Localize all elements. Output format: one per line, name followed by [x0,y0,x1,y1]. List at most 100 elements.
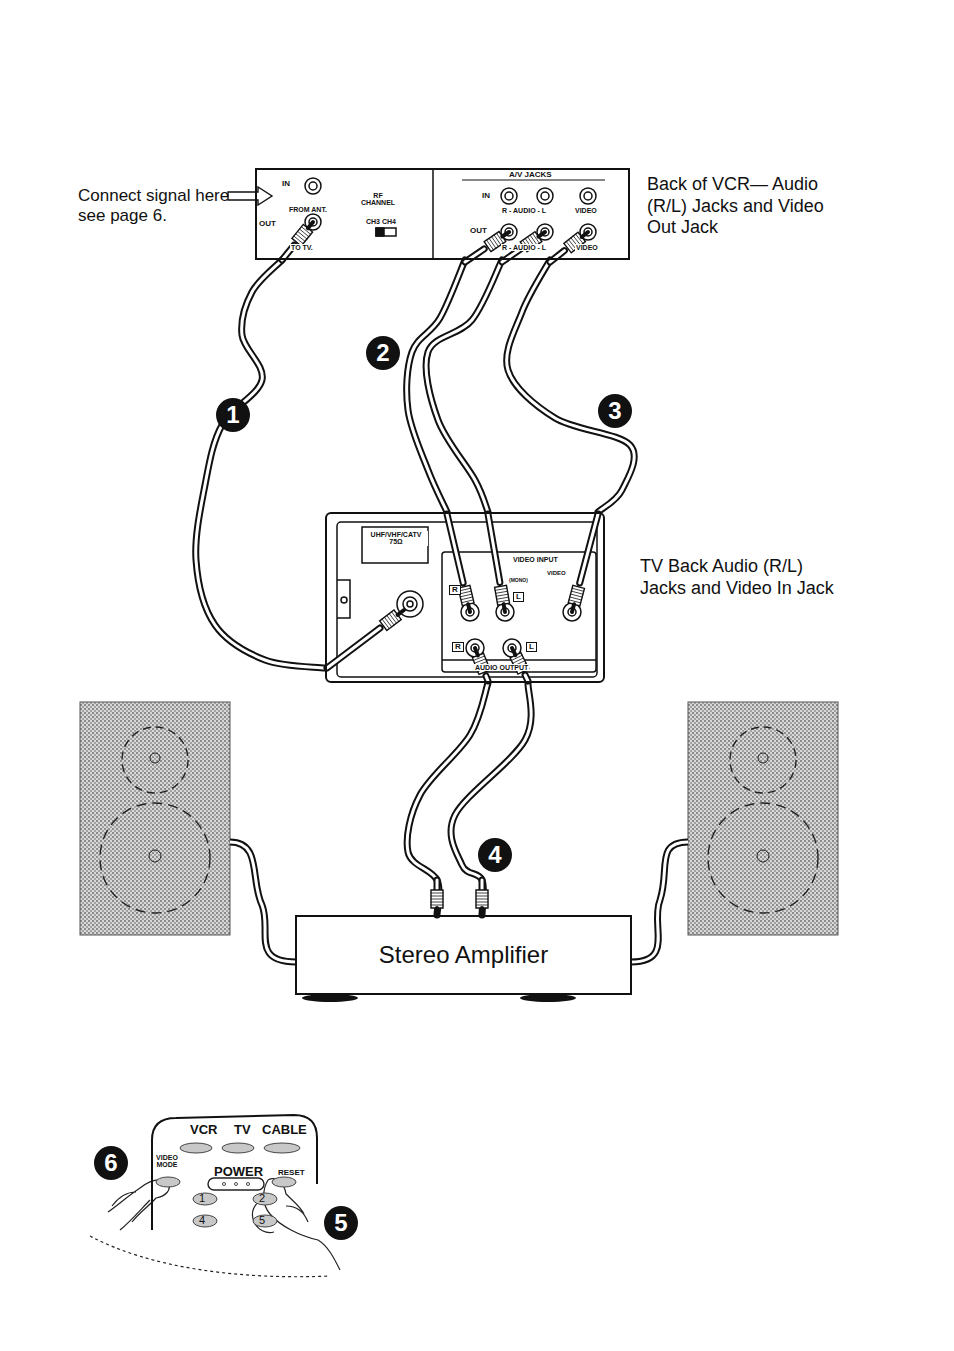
plug-grip [496,594,508,596]
button-label: POWER [214,1164,263,1180]
signal-arrow [228,187,272,205]
speaker [688,702,838,935]
jack-label: VIDEO [575,244,599,251]
amp-foot [302,994,576,1002]
cable [327,628,380,668]
button-label: RESET [278,1168,305,1178]
button-number: 5 [259,1214,265,1227]
plug-grip [476,896,488,897]
amplifier-label: Stereo Amplifier [379,941,548,970]
cable-outline [407,683,488,915]
callout-number: 5 [324,1206,358,1240]
panel-heading: TV Back Audio (R/L) Jacks and Video In J… [640,556,845,599]
plug-grip [570,597,582,600]
cable [550,251,564,262]
plug-grip [492,237,499,247]
speaker [80,702,230,935]
button-number: 4 [199,1214,205,1227]
jack-label: RF CHANNEL [356,192,400,207]
remote-button [264,1143,300,1153]
jack-letter: R [449,585,461,595]
jack-label: A/V JACKS [508,171,553,179]
panel-heading: Back of VCR— Audio (R/L) Jacks and Video… [647,174,832,239]
jack-letter: R [452,642,464,652]
power-button [208,1178,264,1190]
plug-grip [476,905,488,906]
plug-grip [476,902,488,903]
plug-tip [538,232,545,237]
plug-grip [497,600,509,602]
cable-outline [507,260,635,512]
remote-button [193,1215,217,1227]
cable-core [507,260,635,512]
cable-outline [407,260,465,512]
plug-tip [308,222,313,228]
plug-body [495,585,510,605]
remote-button [272,1177,296,1187]
cable-core [407,260,465,512]
jack-label: UHF/VHF/CATV 75Ω [364,531,428,546]
jack-label: IN [481,192,491,200]
plug [282,222,598,916]
cable-outline [196,260,325,668]
plug-grip [294,236,303,244]
cable [525,675,528,681]
cable [447,514,463,583]
plug-body [568,585,584,605]
cable [486,676,488,681]
cable [451,683,531,915]
plug-grip [431,893,443,894]
plug-grip [384,617,391,627]
jack-label: TO TV. [290,244,314,251]
plug-grip [476,899,488,900]
vcr-panel [257,170,605,258]
cable-core [196,260,325,668]
remote-button [222,1143,254,1153]
cable [488,514,500,582]
remote-button [180,1143,212,1153]
plug-grip [431,896,443,897]
cable-core [426,260,502,512]
plug-tip [582,232,588,237]
plug-grip [461,597,473,600]
power-dot [247,1183,250,1186]
cable [580,514,598,583]
hand [90,1179,340,1277]
mode-key: CABLE [262,1122,307,1138]
jack-label: AUDIO OUTPUT [474,664,529,671]
plug-grip [389,614,396,624]
mode-key: TV [234,1122,251,1138]
jack-label: CH3 CH4 [365,218,397,225]
jack-letter: L [526,642,537,652]
cable [525,675,528,681]
cable [407,260,465,512]
jack-label: VIDEO INPUT [512,556,559,563]
plug-grip [431,899,443,900]
plug-tip [475,648,478,655]
jack-label: OUT [258,220,277,228]
jack-label: IN [281,180,291,188]
plug-grip [431,905,443,906]
plug-tip [504,604,505,612]
plug-grip [489,238,496,248]
plug-grip [462,600,474,603]
jack-label: R - AUDIO - L [501,244,547,251]
plug-tip [572,604,574,612]
plug-grip [298,231,307,239]
plug-grip [571,594,583,597]
jack-label: FROM ANT. [288,206,328,213]
plug-grip [300,229,309,237]
plug-grip [431,902,443,903]
callout-number: 6 [94,1146,128,1180]
cable [465,249,484,262]
plug-grip [494,235,501,245]
plug-grip [571,591,583,594]
jack-label: R - AUDIO - L [501,207,547,214]
callout-number: 1 [216,398,250,432]
cable-outline [426,260,502,512]
cable [507,260,635,512]
plug-grip [476,893,488,894]
mode-key: VCR [190,1122,217,1138]
plug-grip [487,240,494,250]
cable [436,880,439,890]
